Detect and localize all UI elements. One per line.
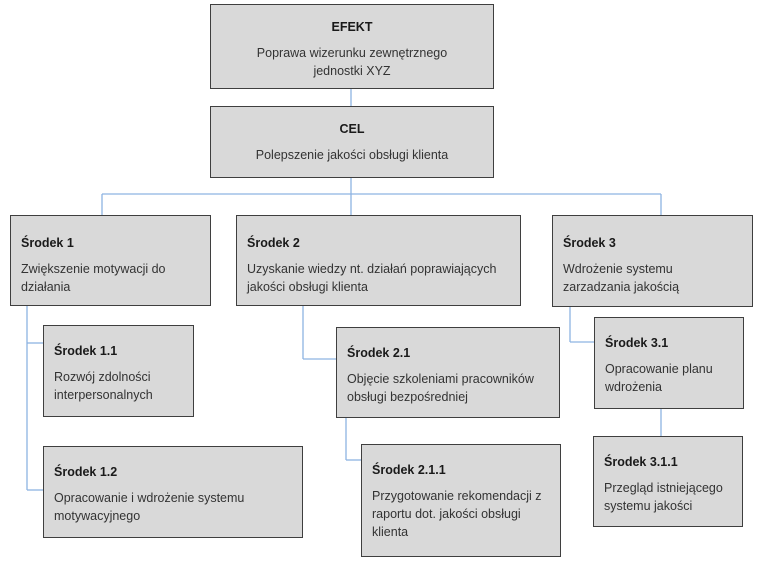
node-m3-1-1: Środek 3.1.1 Przegląd istniejącego syste… — [593, 436, 743, 527]
node-title: CEL — [339, 122, 365, 136]
node-goal: CEL Polepszenie jakości obsługi klienta — [210, 106, 494, 178]
node-desc: Poprawa wizerunku zewnętrznego jednostki… — [256, 46, 448, 78]
node-desc: Opracowanie planu wdrożenia — [605, 362, 713, 394]
node-desc: Rozwój zdolności interpersonalnych — [54, 370, 153, 402]
node-title: Środek 2.1.1 — [372, 463, 446, 477]
node-title: Środek 3.1 — [605, 336, 669, 350]
node-m2-1: Środek 2.1 Objęcie szkoleniami pracownik… — [336, 327, 560, 418]
node-desc: Przygotowanie rekomendacji z raportu dot… — [372, 489, 542, 539]
node-m2-1-1: Środek 2.1.1 Przygotowanie rekomendacji … — [361, 444, 561, 557]
node-title: Środek 3.1.1 — [604, 455, 678, 469]
node-desc: Uzyskanie wiedzy nt. działań poprawiając… — [247, 262, 497, 294]
node-desc: Przegląd istniejącego systemu jakości — [604, 481, 723, 513]
node-desc: Zwiększenie motywacji do działania — [21, 262, 166, 294]
node-desc: Opracowanie i wdrożenie systemu motywacy… — [54, 491, 245, 523]
node-m1-1: Środek 1.1 Rozwój zdolności interpersona… — [43, 325, 194, 417]
node-m1-2: Środek 1.2 Opracowanie i wdrożenie syste… — [43, 446, 303, 538]
node-title: Środek 2 — [247, 236, 300, 250]
node-m1: Środek 1 Zwiększenie motywacji do działa… — [10, 215, 211, 306]
node-desc: Objęcie szkoleniami pracowników obsługi … — [347, 372, 534, 404]
node-m3-1: Środek 3.1 Opracowanie planu wdrożenia — [594, 317, 744, 409]
node-title: Środek 1 — [21, 236, 74, 250]
node-desc: Polepszenie jakości obsługi klienta — [255, 148, 449, 162]
node-desc: Wdrożenie systemu zarzadzania jakością — [563, 262, 680, 294]
node-m2: Środek 2 Uzyskanie wiedzy nt. działań po… — [236, 215, 521, 306]
node-title: EFEKT — [331, 20, 373, 34]
node-title: Środek 2.1 — [347, 346, 411, 360]
node-effect: EFEKT Poprawa wizerunku zewnętrznego jed… — [210, 4, 494, 89]
node-title: Środek 1.2 — [54, 465, 118, 479]
node-m3: Środek 3 Wdrożenie systemu zarzadzania j… — [552, 215, 753, 307]
node-title: Środek 3 — [563, 236, 616, 250]
node-title: Środek 1.1 — [54, 344, 118, 358]
